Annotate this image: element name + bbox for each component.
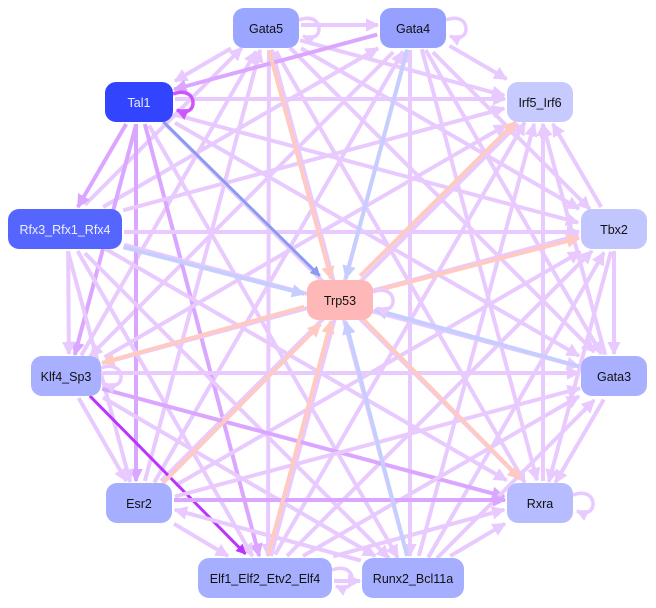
edge-Esr2-to-Gata4 [152, 50, 405, 484]
node-box [307, 280, 373, 320]
edge-Gata4-to-Klf4_Sp3 [88, 50, 395, 358]
edge-Tal1-to-Gata3 [174, 121, 581, 358]
node-trp53[interactable]: Trp53 [307, 280, 373, 320]
node-klf4_sp3[interactable]: Klf4_Sp3 [31, 356, 101, 396]
edge-Esr2-to-Trp53 [161, 322, 322, 485]
self-loop-Rxra [572, 491, 595, 521]
edge-Rfx3_Rfx1_Rfx4-to-Gata4 [102, 46, 380, 209]
node-label: Tbx2 [600, 223, 628, 237]
edge-Trp53-to-Klf4_Sp3 [100, 304, 305, 367]
node-box [362, 558, 464, 598]
self-loop-Gata5 [298, 16, 321, 46]
edge-Gata5-to-Trp53 [267, 50, 335, 281]
edge-Trp53-to-Irf5_Irf6 [358, 120, 518, 278]
edge-Gata5-to-Elf1_Elf2_Etv2_Elf4 [261, 50, 275, 558]
self-loop-Klf4_Sp3 [100, 364, 123, 394]
node-label: Runx2_Bcl11a [373, 572, 453, 586]
edge-Rfx3_Rfx1_Rfx4-to-Gata5 [83, 46, 244, 207]
node-label: Klf4_Sp3 [41, 370, 92, 384]
node-esr2[interactable]: Esr2 [106, 483, 172, 523]
node-label: Tal1 [128, 96, 151, 110]
node-label: Gata3 [597, 370, 631, 384]
node-box [581, 356, 647, 396]
edge-Gata5-to-Tbx2 [299, 46, 581, 211]
edge-Elf1_Elf2_Etv2_Elf4-to-Gata3 [302, 394, 581, 558]
edge-Rfx3_Rfx1_Rfx4-to-Elf1_Elf2_Etv2_Elf4 [75, 250, 255, 558]
edge-Gata4-to-Irf5_Irf6 [448, 44, 508, 81]
edge-Runx2_Bcl11a-to-Gata3 [435, 398, 596, 560]
edge-Esr2-to-Elf1_Elf2_Etv2_Elf4 [172, 522, 230, 558]
edge-Tal1-to-Trp53 [162, 120, 321, 277]
edge-Trp53-to-Tbx2 [374, 234, 581, 293]
edge-Trp53-to-Rxra [362, 318, 522, 481]
node-runx2_bcl11a[interactable]: Runx2_Bcl11a [362, 558, 464, 598]
node-box [106, 483, 172, 523]
edge-Gata4-to-Trp53 [342, 49, 410, 280]
edge-Runx2_Bcl11a-to-Esr2 [173, 506, 362, 563]
node-label: Irf5_Irf6 [518, 96, 561, 110]
node-label: Trp53 [324, 294, 356, 308]
edge-Rfx3_Rfx1_Rfx4-to-Klf4_Sp3 [61, 250, 76, 356]
node-elf1_elf2_etv2_elf4[interactable]: Elf1_Elf2_Etv2_Elf4 [198, 558, 332, 598]
node-box [105, 82, 173, 122]
node-label: Rxra [527, 497, 553, 511]
node-rxra[interactable]: Rxra [507, 483, 573, 523]
node-tal1[interactable]: Tal1 [105, 82, 173, 122]
edge-Runx2_Bcl11a-to-Trp53 [342, 320, 410, 557]
self-loop-Gata4 [445, 16, 468, 46]
node-gata3[interactable]: Gata3 [581, 356, 647, 396]
edge-Esr2-to-Tbx2 [174, 250, 582, 488]
edge-Gata5-to-Rxra [274, 50, 527, 484]
node-tbx2[interactable]: Tbx2 [581, 209, 647, 249]
edge-Elf1_Elf2_Etv2_Elf4-to-Tbx2 [285, 249, 594, 558]
node-rfx3_rfx1_rfx4[interactable]: Rfx3_Rfx1_Rfx4 [8, 209, 122, 249]
node-box [198, 558, 332, 598]
node-box [31, 356, 101, 396]
edge-Runx2_Bcl11a-to-Rxra [449, 521, 507, 558]
edge-Elf1_Elf2_Etv2_Elf4-to-Irf5_Irf6 [273, 121, 527, 556]
node-label: Gata5 [249, 22, 283, 36]
edge-Elf1_Elf2_Etv2_Elf4-to-Trp53 [266, 319, 335, 556]
edge-Elf1_Elf2_Etv2_Elf4-to-Rxra [332, 506, 506, 559]
node-gata4[interactable]: Gata4 [380, 8, 446, 48]
node-irf5_irf6[interactable]: Irf5_Irf6 [507, 82, 573, 122]
node-box [507, 483, 573, 523]
edge-Klf4_Sp3-to-Esr2 [76, 397, 129, 483]
self-loop-Elf1_Elf2_Etv2_Elf4 [331, 566, 354, 596]
node-label: Esr2 [126, 497, 152, 511]
edge-Tbx2-to-Irf5_Irf6 [551, 122, 603, 209]
edges-layer [61, 16, 621, 596]
edge-Gata5-to-Tal1 [173, 46, 233, 83]
self-loop-Tal1 [172, 90, 195, 120]
node-box [8, 209, 122, 249]
self-loop-Trp53 [372, 288, 395, 318]
node-label: Elf1_Elf2_Etv2_Elf4 [210, 572, 321, 586]
edge-Klf4_Sp3-to-Runx2_Bcl11a [101, 395, 377, 558]
edge-Rfx3_Rfx1_Rfx4-to-Rxra [103, 246, 508, 482]
edge-Rfx3_Rfx1_Rfx4-to-Irf5_Irf6 [122, 105, 506, 213]
edge-Klf4_Sp3-to-Irf5_Irf6 [103, 123, 508, 359]
node-box [233, 8, 299, 48]
node-label: Gata4 [396, 22, 430, 36]
node-box [380, 8, 446, 48]
edge-Tal1-to-Elf1_Elf2_Etv2_Elf4 [142, 123, 263, 558]
edge-Rfx3_Rfx1_Rfx4-to-Trp53 [122, 245, 306, 298]
node-box [581, 209, 647, 249]
edge-Tal1-to-Rfx3_Rfx1_Rfx4 [76, 122, 128, 209]
node-box [507, 82, 573, 122]
edge-Gata3-to-Trp53 [373, 306, 580, 369]
edge-Gata3-to-Rxra [553, 398, 606, 484]
edge-Gata4-to-Tal1 [172, 32, 378, 93]
edge-Klf4_Sp3-to-Elf1_Elf2_Etv2_Elf4 [88, 394, 247, 555]
node-label: Rfx3_Rfx1_Rfx4 [19, 223, 110, 237]
node-gata5[interactable]: Gata5 [233, 8, 299, 48]
